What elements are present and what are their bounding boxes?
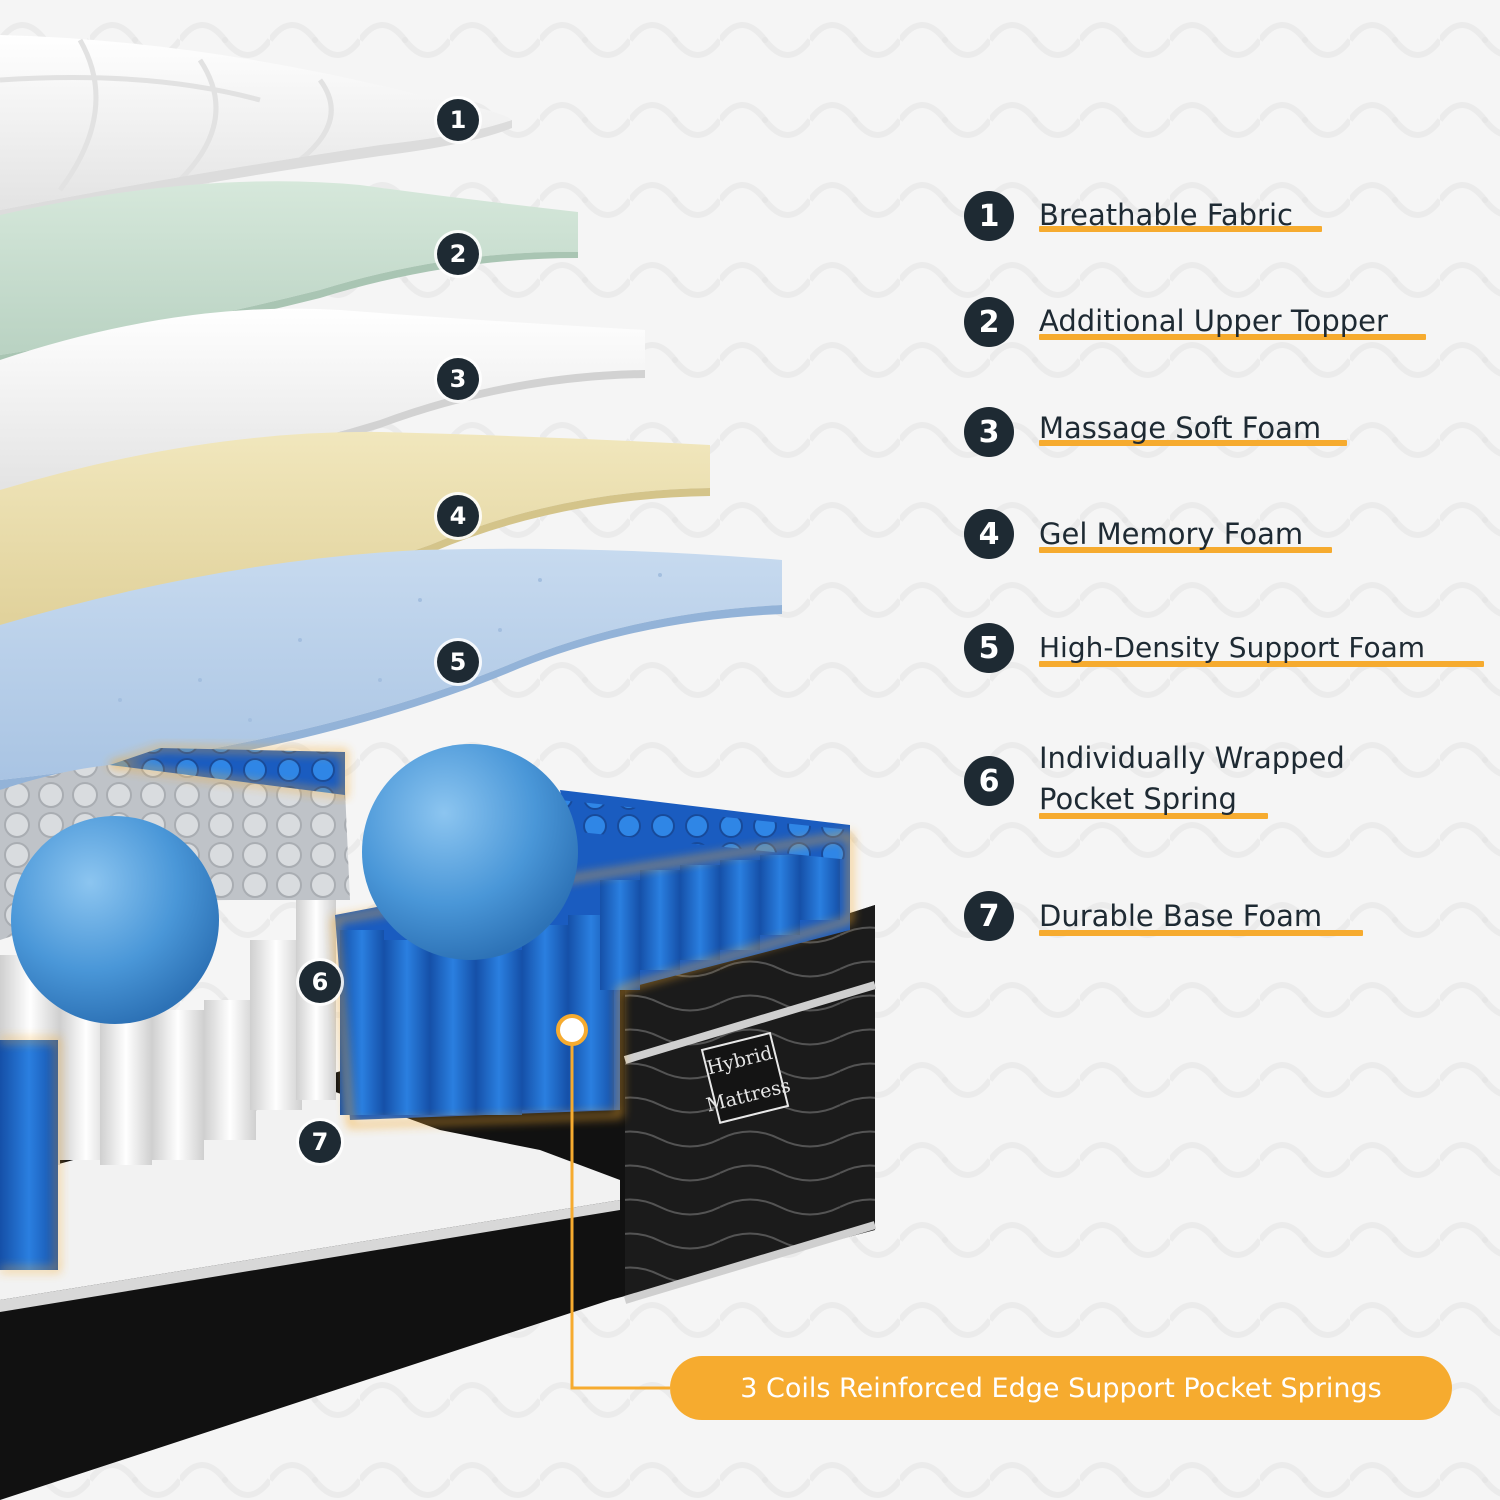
layer-6-marker: 6 [299,961,341,1003]
legend-label-6-line1: Individually Wrapped [1039,741,1345,775]
legend-underline-3 [1039,440,1347,446]
legend-number-5: 5 [964,623,1014,673]
legend-underline-5 [1039,661,1484,667]
legend-number-6: 6 [964,756,1014,806]
legend-label-1: Breathable Fabric [1039,198,1293,232]
legend-number-1: 1 [964,191,1014,241]
layer-1-marker: 1 [437,99,479,141]
layer-3-marker: 3 [437,358,479,400]
layer-7-marker: 7 [299,1121,341,1163]
legend-label-4: Gel Memory Foam [1039,517,1304,551]
legend-label-2: Additional Upper Topper [1039,304,1388,338]
legend-number-2: 2 [964,297,1014,347]
legend-label-6-line2: Pocket Spring [1039,782,1237,816]
legend-underline-2 [1039,334,1426,340]
legend-underline-7 [1039,930,1363,936]
legend-underline-4 [1039,547,1332,553]
legend-label-5: High-Density Support Foam [1039,631,1426,664]
legend-label-3: Massage Soft Foam [1039,411,1322,445]
layer-5-marker: 5 [437,641,479,683]
layer-4-marker: 4 [437,495,479,537]
legend-label-7: Durable Base Foam [1039,899,1323,933]
legend-number-7: 7 [964,891,1014,941]
legend-number-3: 3 [964,407,1014,457]
edge-support-callout: 3 Coils Reinforced Edge Support Pocket S… [670,1356,1452,1420]
layer-2-marker: 2 [437,233,479,275]
legend-number-4: 4 [964,509,1014,559]
legend-underline-6 [1039,813,1268,819]
legend-underline-1 [1039,226,1322,232]
